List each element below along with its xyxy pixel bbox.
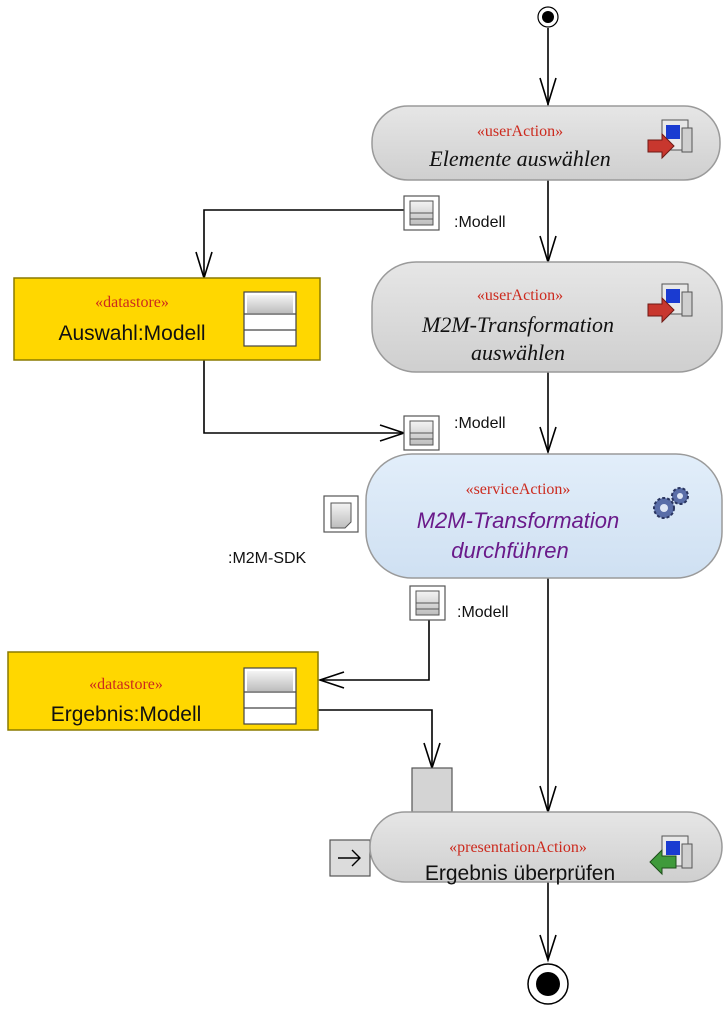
action-title: Elemente auswählen xyxy=(428,146,610,171)
pin-label: :Modell xyxy=(457,604,509,621)
action-m2m-transformation-durchfuehren[interactable]: «serviceAction» M2M-Transformation durch… xyxy=(365,453,723,579)
action-elemente-auswaehlen[interactable]: «userAction» Elemente auswählen xyxy=(371,105,721,181)
flow-ergebnis-to-pin xyxy=(318,709,433,768)
stereotype-label: «presentationAction» xyxy=(449,839,587,856)
control-flows xyxy=(539,28,557,963)
datastore-icon xyxy=(243,667,297,725)
input-pin-m2m-sdk[interactable] xyxy=(323,495,359,533)
flow-pin-to-auswahl xyxy=(203,209,404,278)
action-m2m-transformation-auswaehlen[interactable]: «userAction» M2M-Transformation auswähle… xyxy=(371,261,723,373)
action-ergebnis-ueberpruefen[interactable]: «presentationAction» Ergebnis überprüfen xyxy=(369,811,723,885)
stereotype-label: «datastore» xyxy=(95,294,169,311)
input-pin-ergebnis[interactable] xyxy=(411,767,453,813)
action-title: Ergebnis überprüfen xyxy=(425,862,615,885)
output-pin-modell[interactable] xyxy=(403,195,440,231)
input-pin-modell[interactable] xyxy=(403,415,440,451)
datastore-icon xyxy=(243,291,297,347)
stereotype-label: «userAction» xyxy=(477,123,563,140)
computer-export-icon xyxy=(647,119,693,160)
computer-import-icon xyxy=(649,835,693,876)
computer-export-icon xyxy=(647,283,693,324)
pin-label: :Modell xyxy=(454,214,506,231)
pin-label: :Modell xyxy=(454,415,506,432)
datastore-auswahl-modell[interactable]: «datastore» Auswahl:Modell xyxy=(13,277,321,361)
stereotype-label: «serviceAction» xyxy=(466,481,571,498)
pin-label: :M2M-SDK xyxy=(228,550,307,567)
action-title-line-2: durchführen xyxy=(451,538,568,563)
parameter-pin[interactable] xyxy=(329,839,371,877)
gears-icon xyxy=(653,487,689,519)
final-node xyxy=(527,963,569,1005)
stereotype-label: «datastore» xyxy=(89,676,163,693)
action-title-line-1: M2M-Transformation xyxy=(417,508,620,533)
output-pin-modell[interactable] xyxy=(409,585,446,621)
action-title-line-1: M2M-Transformation xyxy=(421,312,614,337)
flow-pin-to-ergebnis xyxy=(320,620,430,681)
stereotype-label: «userAction» xyxy=(477,287,563,304)
datastore-ergebnis-modell[interactable]: «datastore» Ergebnis:Modell xyxy=(7,651,319,731)
datastore-label: Ergebnis:Modell xyxy=(51,703,202,726)
flow-auswahl-to-pin xyxy=(203,360,404,434)
datastore-label: Auswahl:Modell xyxy=(58,322,205,345)
action-title-line-2: auswählen xyxy=(471,340,565,365)
